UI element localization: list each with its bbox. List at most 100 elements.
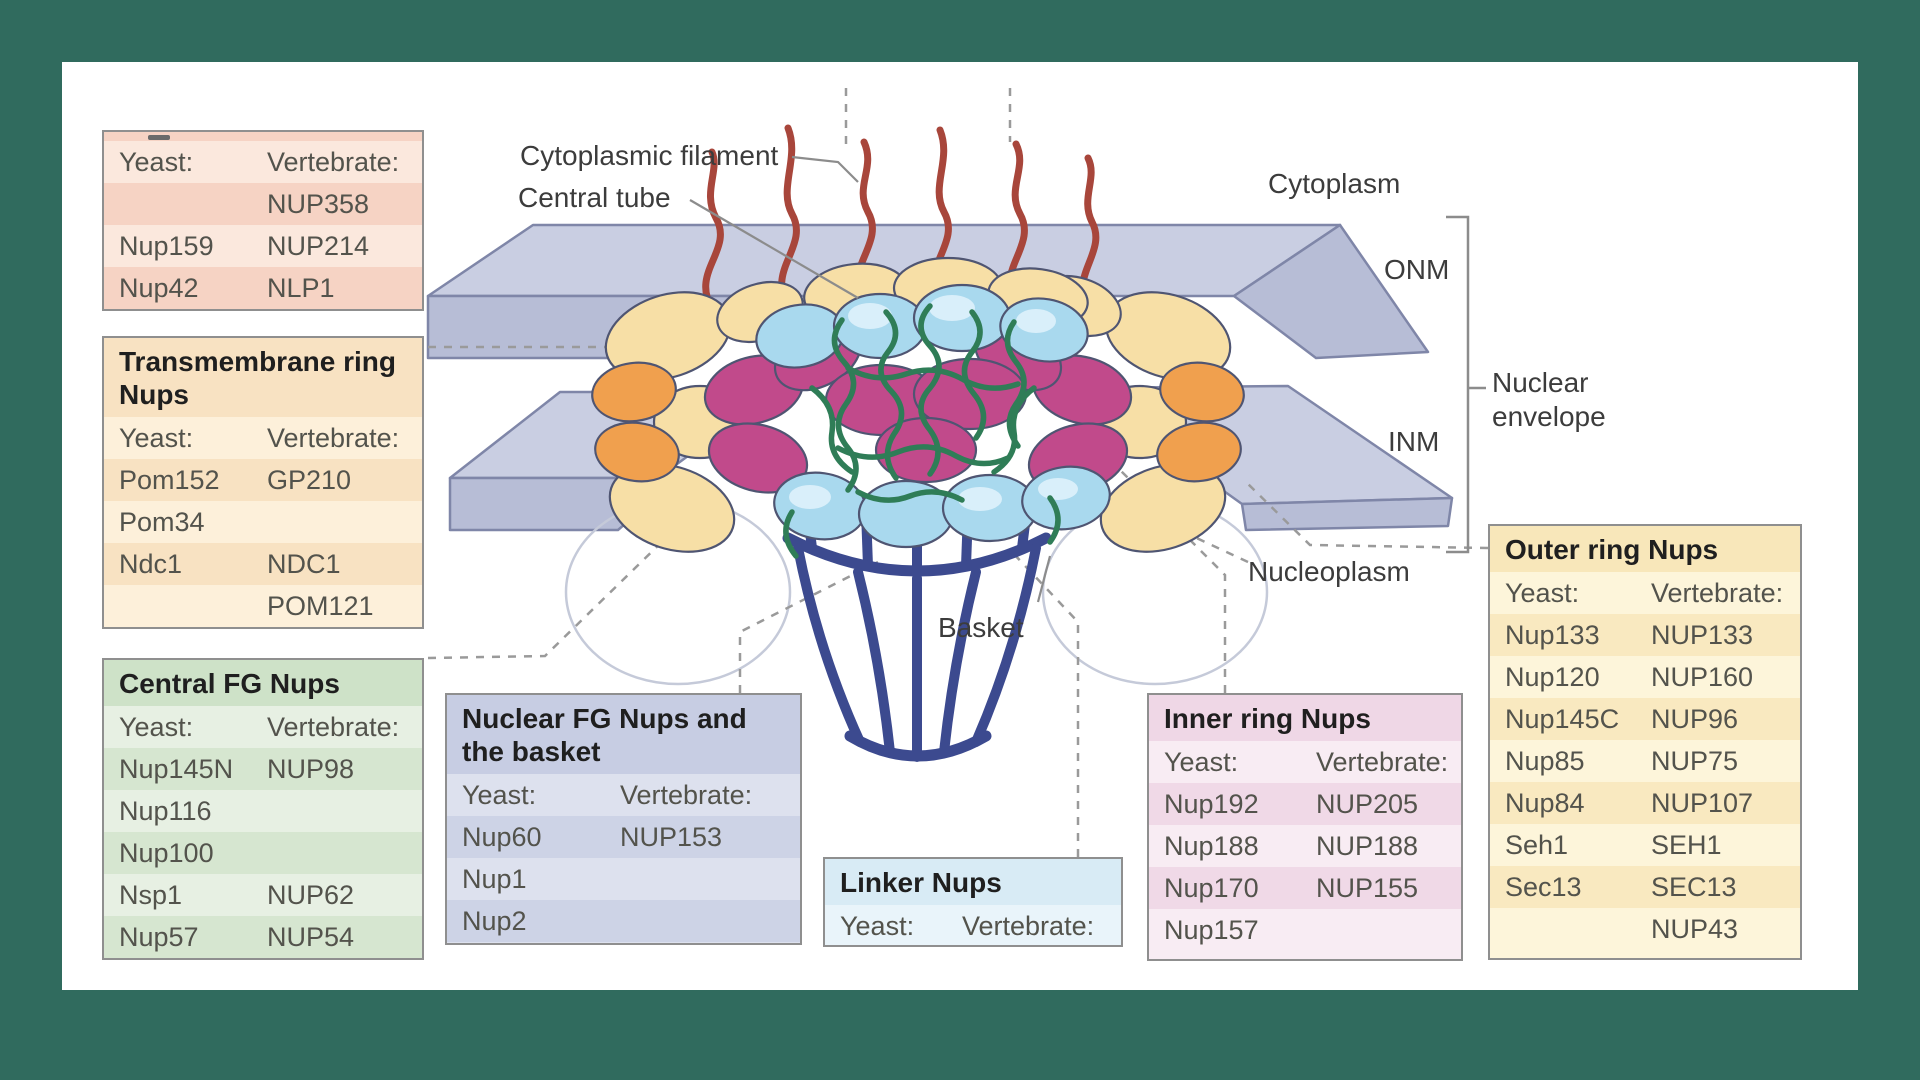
cell-vertebrate: NUP107 — [1651, 787, 1754, 818]
label-basket: Basket — [938, 612, 1024, 643]
table-row: Seh1 SEH1 — [1490, 824, 1800, 867]
label-nucleoplasm: Nucleoplasm — [1248, 556, 1410, 587]
box-header-row: Yeast: Vertebrate: — [825, 905, 1121, 945]
box-title: Outer ring Nups — [1490, 526, 1800, 573]
header-yeast: Yeast: — [119, 422, 194, 453]
table-row: Nup145N NUP98 — [104, 748, 422, 791]
dashed-leader-lines — [427, 88, 1489, 857]
cell-vertebrate: NUP188 — [1316, 830, 1419, 861]
leader-central-tube — [689, 199, 859, 299]
box-inner-ring-nups: Inner ring Nups Yeast: Vertebrate: Nup19… — [1147, 693, 1463, 962]
cell-yeast: Nup188 — [1164, 830, 1259, 861]
cell-yeast: Ndc1 — [119, 548, 183, 579]
cell-yeast: Pom34 — [119, 506, 205, 537]
nuclear-envelope-bracket — [1446, 215, 1486, 554]
cell-yeast: Nup1 — [462, 863, 527, 894]
label-central-tube: Central tube — [518, 182, 671, 213]
header-yeast: Yeast: — [1164, 746, 1239, 777]
cell-yeast: Nup145N — [119, 753, 234, 784]
blue-oval-highlights — [789, 295, 1078, 511]
leader-central-fg — [427, 531, 673, 660]
header-yeast: Yeast: — [119, 146, 194, 177]
nuclear-envelope-membranes — [426, 223, 1454, 532]
cell-vertebrate: NDC1 — [267, 548, 341, 579]
cell-vertebrate: NUP98 — [267, 753, 355, 784]
box-header-row: Yeast: Vertebrate: — [104, 417, 422, 460]
inm-right-face — [1240, 496, 1454, 532]
inner-ring-nups-ovals — [703, 320, 1133, 494]
table-row: Nup116 — [104, 790, 422, 833]
box-header-row: Yeast: Vertebrate: — [104, 706, 422, 749]
table-row: Nup157 — [1149, 909, 1461, 952]
cell-yeast: Nup133 — [1505, 619, 1600, 650]
cell-vertebrate: NUP160 — [1651, 661, 1754, 692]
table-row: NUP358 — [104, 183, 422, 225]
nuclear-basket — [782, 495, 1052, 762]
box-linker-nups: Linker Nups Yeast: Vertebrate: — [823, 857, 1123, 947]
cell-yeast: Seh1 — [1505, 829, 1569, 860]
box-header-row: Yeast: Vertebrate: — [1490, 572, 1800, 615]
box-transmembrane-ring-nups: Transmembrane ring Nups Yeast: Vertebrat… — [102, 336, 424, 630]
leader-basket — [1036, 555, 1052, 603]
npc-scaffold — [591, 256, 1245, 553]
label-inm: INM — [1388, 426, 1440, 457]
table-row: Nup120 NUP160 — [1490, 656, 1800, 699]
leader-nucleoplasm — [1187, 532, 1249, 564]
header-vertebrate: Vertebrate: — [962, 910, 1095, 941]
table-row: Nup133 NUP133 — [1490, 614, 1800, 657]
box-title: Linker Nups — [825, 859, 1121, 906]
cell-vertebrate: NUP75 — [1651, 745, 1739, 776]
table-row: Nup84 NUP107 — [1490, 782, 1800, 825]
cell-vertebrate: NUP205 — [1316, 788, 1419, 819]
cell-yeast: Nup85 — [1505, 745, 1585, 776]
table-row: NUP43 — [1490, 908, 1800, 951]
table-row: Ndc1 NDC1 — [104, 543, 422, 586]
leader-cytoplasmic-filament — [791, 155, 859, 183]
box-padding — [1149, 951, 1461, 960]
cell-vertebrate: SEC13 — [1651, 871, 1737, 902]
cell-yeast: Nup159 — [119, 230, 214, 261]
cell-vertebrate: NUP133 — [1651, 619, 1754, 650]
box-title: Central FG Nups — [104, 660, 422, 707]
header-vertebrate: Vertebrate: — [620, 779, 753, 810]
table-row: POM121 — [104, 585, 422, 628]
leader-inner-ring — [1119, 469, 1227, 693]
box-nuclear-fg-nups: Nuclear FG Nups and the basket Yeast: Ve… — [445, 693, 802, 945]
box-header-row: Yeast: Vertebrate: — [104, 141, 422, 183]
table-row: Nup100 — [104, 832, 422, 875]
cell-vertebrate: NUP62 — [267, 879, 355, 910]
table-row: Nup2 — [447, 900, 800, 943]
box-central-fg-nups: Central FG Nups Yeast: Vertebrate: Nup14… — [102, 658, 424, 961]
header-vertebrate: Vertebrate: — [267, 422, 400, 453]
table-row: Nup1 — [447, 858, 800, 901]
label-onm: ONM — [1384, 254, 1450, 285]
header-vertebrate: Vertebrate: — [1651, 577, 1784, 608]
box-title: Inner ring Nups — [1149, 695, 1461, 742]
box-padding — [1490, 950, 1800, 959]
header-vertebrate: Vertebrate: — [267, 146, 400, 177]
cell-yeast: Nup120 — [1505, 661, 1600, 692]
cell-vertebrate: NLP1 — [267, 272, 335, 303]
transmembrane-nups-ovals — [591, 361, 1245, 483]
cell-yeast: Nup84 — [1505, 787, 1585, 818]
header-vertebrate: Vertebrate: — [267, 711, 400, 742]
cell-yeast: Nup60 — [462, 821, 542, 852]
solid-leader-lines — [689, 155, 1052, 603]
cell-vertebrate: SEH1 — [1651, 829, 1722, 860]
label-cytoplasm: Cytoplasm — [1268, 168, 1401, 199]
box-outer-ring-nups: Outer ring Nups Yeast: Vertebrate: Nup13… — [1488, 524, 1802, 961]
